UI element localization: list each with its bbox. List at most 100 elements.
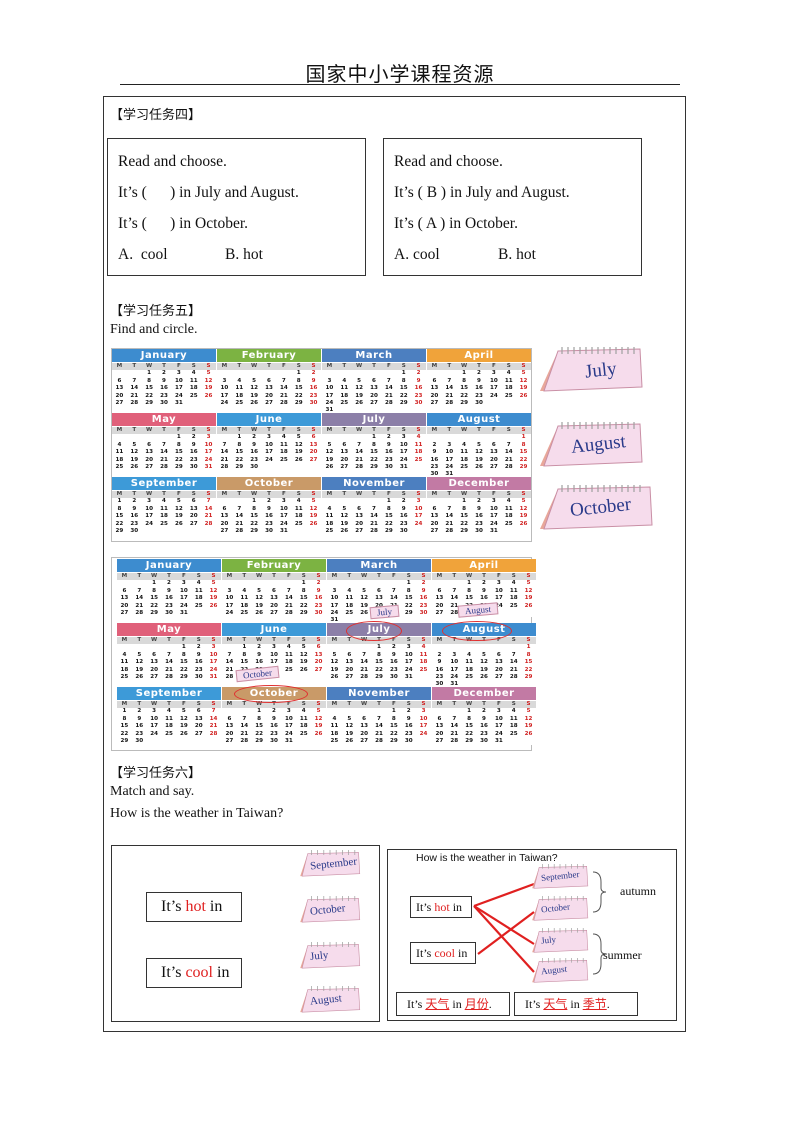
- day-cell: 24: [494, 730, 503, 737]
- day-cell: 10: [145, 505, 154, 512]
- day-cell: 17: [209, 659, 218, 666]
- day-cell: 22: [145, 392, 154, 399]
- day-cell: 17: [174, 385, 183, 392]
- day-cell: 30: [384, 464, 393, 471]
- question-line-2: It’s ( ) in October.: [118, 215, 249, 232]
- weekday: S: [411, 427, 426, 435]
- day-cell: [357, 580, 372, 587]
- day-cell: 21: [165, 666, 173, 673]
- day-cell: 4: [286, 644, 291, 651]
- day-cell: 8: [377, 651, 381, 658]
- day-cell: 3: [452, 651, 457, 658]
- day-cell: 14: [135, 595, 144, 602]
- day-cell: 6: [432, 505, 437, 512]
- weekday: T: [371, 701, 387, 709]
- weekday: W: [456, 427, 472, 435]
- month-header: October: [217, 477, 321, 490]
- day-cell: 26: [340, 528, 349, 535]
- day-cell: 6: [267, 377, 271, 384]
- weekday: M: [222, 573, 237, 581]
- weekday: W: [246, 427, 262, 435]
- formula-period: .: [606, 997, 610, 1011]
- day-cell: 17: [179, 595, 188, 602]
- day-cell: 17: [325, 392, 334, 399]
- day-cell: 14: [235, 513, 244, 520]
- day-cell: 8: [296, 377, 301, 384]
- day-cell: 3: [491, 370, 496, 377]
- day-cell: 21: [445, 520, 454, 527]
- day-cell: 5: [311, 498, 316, 505]
- day-cell: [117, 644, 132, 651]
- day-cell: 3: [181, 580, 186, 587]
- day-cell: [276, 370, 291, 377]
- day-cell: 19: [130, 456, 139, 463]
- day-cell: 30: [270, 738, 278, 745]
- day-cell: 6: [357, 505, 362, 512]
- day-cell: 23: [384, 456, 393, 463]
- day-cell: 23: [399, 520, 408, 527]
- day-cell: 13: [270, 595, 278, 602]
- weekday: S: [311, 701, 326, 709]
- day-cell: 5: [526, 708, 531, 715]
- day-cell: 29: [465, 738, 474, 745]
- weekday: S: [291, 491, 307, 499]
- weekday: S: [311, 637, 326, 645]
- day-cell: 13: [435, 595, 444, 602]
- day-cell: 20: [430, 392, 439, 399]
- day-cell: 31: [279, 528, 288, 535]
- weekday: T: [336, 491, 352, 499]
- weekday: S: [191, 637, 207, 645]
- day-cell: 16: [384, 449, 393, 456]
- weekday: S: [291, 427, 307, 435]
- day-cell: [327, 644, 342, 651]
- day-cell: 18: [294, 513, 303, 520]
- weekday: T: [266, 573, 282, 581]
- day-cell: 10: [225, 595, 234, 602]
- day-cell: 30: [165, 610, 173, 617]
- weekday: M: [217, 491, 232, 499]
- day-cell: [432, 708, 447, 715]
- task6-instruction: Match and say.: [110, 784, 195, 799]
- day-cell: 25: [509, 602, 518, 609]
- day-cell: 21: [375, 730, 383, 737]
- day-cell: 18: [120, 666, 129, 673]
- sentence-prefix: It’s: [161, 898, 186, 915]
- day-cell: 11: [330, 723, 339, 730]
- day-cell: 12: [250, 385, 259, 392]
- weekday: S: [206, 573, 221, 581]
- weekday: W: [356, 701, 372, 709]
- day-cell: 27: [145, 464, 154, 471]
- day-cell: 14: [375, 723, 383, 730]
- day-cell: 3: [211, 644, 216, 651]
- weekday: T: [441, 491, 457, 499]
- weekday: W: [351, 491, 367, 499]
- sentence-cool: It’s cool in: [146, 958, 242, 988]
- task5-instruction: Find and circle.: [110, 322, 198, 337]
- day-cell: 28: [509, 674, 518, 681]
- month-header: March: [322, 349, 426, 362]
- day-cell: 5: [137, 651, 142, 658]
- day-cell: 3: [281, 498, 286, 505]
- day-cell: 23: [130, 520, 139, 527]
- day-cell: [357, 708, 372, 715]
- summer-brace: [592, 933, 607, 975]
- formula-season-word: 季节: [582, 997, 607, 1011]
- day-cell: 13: [494, 659, 503, 666]
- weekday: S: [521, 637, 536, 645]
- formula-season: It’s 天气 in 季节.: [514, 992, 638, 1016]
- day-cell: [252, 580, 267, 587]
- day-cell: 28: [225, 674, 234, 681]
- answer-options: A. cool B. hot: [394, 244, 641, 275]
- weekday: T: [261, 491, 277, 499]
- day-cell: 24: [414, 520, 423, 527]
- match-lines: [473, 871, 607, 975]
- weekday: S: [401, 573, 417, 581]
- day-cell: [112, 370, 127, 377]
- day-cell: 28: [504, 464, 513, 471]
